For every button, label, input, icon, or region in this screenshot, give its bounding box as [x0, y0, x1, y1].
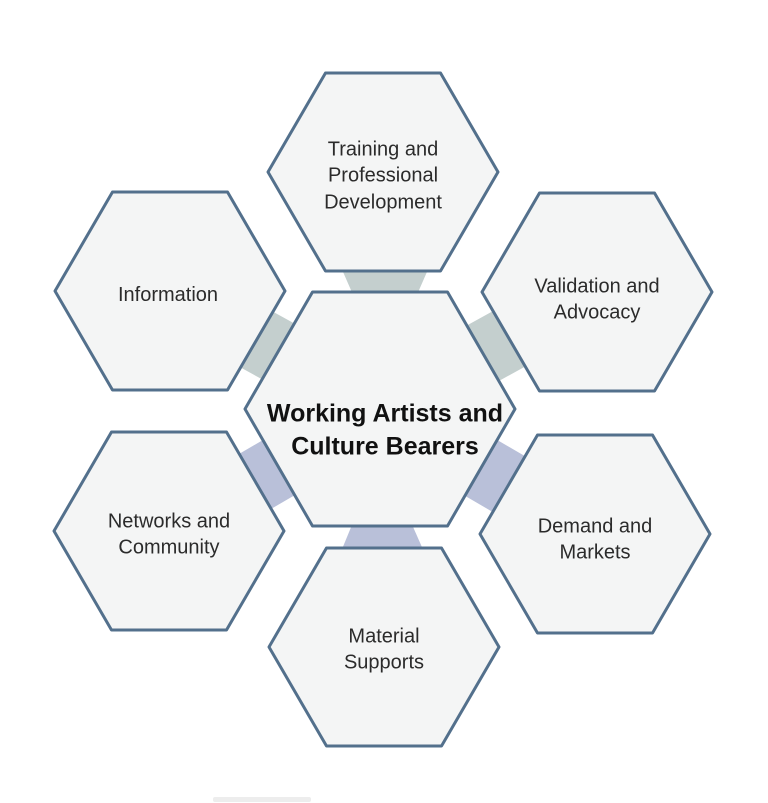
connector-center-material	[340, 520, 425, 554]
connector-validation-center	[455, 305, 537, 387]
bottom-edge-artifact	[213, 797, 311, 802]
hexagon-information	[53, 190, 287, 392]
hexagon-material	[267, 546, 501, 748]
hexagon-group	[52, 71, 714, 748]
connector-group	[227, 265, 537, 554]
hexagon-validation	[480, 191, 714, 393]
hexagon-training	[266, 71, 500, 273]
hexagon-networks	[52, 430, 286, 632]
connector-training-center	[340, 265, 430, 297]
hexagon-center	[243, 290, 517, 528]
hexagon-demand	[478, 433, 712, 635]
